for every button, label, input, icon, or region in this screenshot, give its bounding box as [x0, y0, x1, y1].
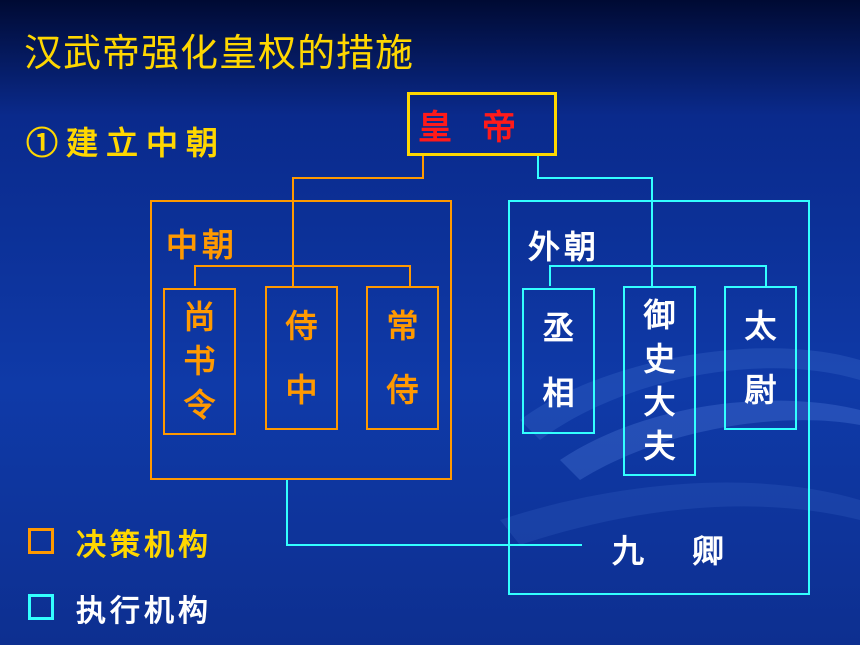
office-yushidafu: 御 史 大 夫 [623, 286, 696, 476]
emperor-box: 皇帝 [407, 92, 557, 156]
section-subtitle: ①建立中朝 [26, 124, 227, 162]
outer-court-box [508, 200, 810, 595]
office-char: 大 [643, 383, 676, 422]
office-char: 太 [744, 306, 777, 345]
outer-branch [549, 265, 767, 286]
office-char: 常 [386, 306, 419, 345]
office-char: 史 [643, 339, 676, 378]
legend-swatch-execution [28, 594, 54, 620]
office-char: 相 [542, 374, 575, 413]
inner-court-label: 中朝 [166, 226, 239, 264]
office-taiwei: 太 尉 [724, 286, 797, 430]
office-char: 夫 [643, 426, 676, 465]
office-chengxiang: 丞 相 [522, 288, 595, 434]
nine-ministers-label: 九 卿 [612, 532, 733, 570]
inner-branch [194, 265, 411, 286]
office-char: 丞 [542, 309, 575, 348]
page-title: 汉武帝强化皇权的措施 [24, 31, 415, 75]
office-char: 尚 [183, 298, 216, 337]
office-char: 书 [183, 342, 216, 381]
office-char: 尉 [744, 370, 777, 409]
emperor-inner-link [292, 156, 424, 286]
legend-label-decision: 决策机构 [76, 528, 212, 563]
legend-label-execution: 执行机构 [76, 594, 212, 629]
office-shizhong: 侍 中 [265, 286, 338, 430]
outer-court-label: 外朝 [528, 228, 601, 266]
office-char: 令 [183, 385, 216, 424]
office-char: 中 [285, 370, 318, 409]
inner-to-ministers-link [286, 480, 582, 546]
office-changshi: 常 侍 [366, 286, 439, 430]
office-char: 御 [643, 296, 676, 335]
office-char: 侍 [285, 306, 318, 345]
inner-court-box [150, 200, 452, 480]
emperor-outer-link [537, 156, 653, 286]
legend-swatch-decision [28, 528, 54, 554]
office-char: 侍 [386, 370, 419, 409]
office-shangshuling: 尚 书 令 [163, 288, 236, 435]
